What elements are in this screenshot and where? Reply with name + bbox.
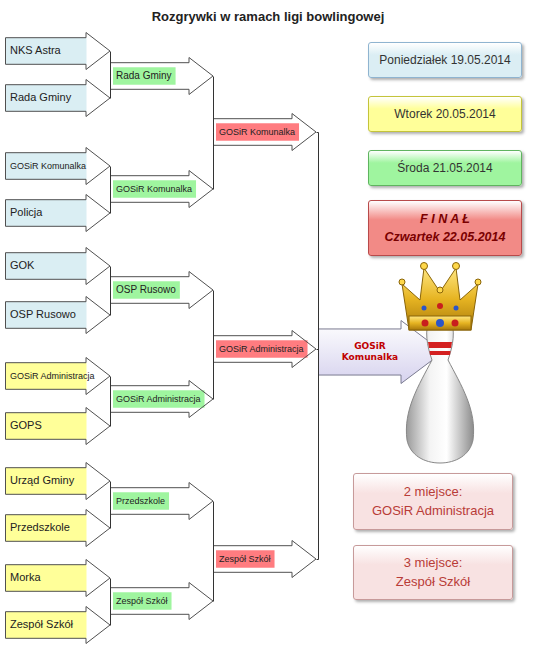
bracket-line xyxy=(213,291,214,350)
diagram-title: Rozgrywki w ramach ligi bowlingowej xyxy=(0,9,536,24)
team-name: Przedszkole xyxy=(10,521,70,534)
team-arrow: Rada Gminy xyxy=(5,79,110,117)
team-name: Rada Gminy xyxy=(10,91,71,104)
bracket-line xyxy=(110,579,111,602)
team-arrow: OSP Rusowo xyxy=(5,296,110,334)
bracket-line xyxy=(213,560,214,602)
box-text: Czwartek 22.05.2014 xyxy=(385,230,506,245)
winner-arrow: GOSiR Administracja xyxy=(213,330,316,368)
bowling-pin xyxy=(406,318,473,463)
team-arrow: NKS Astra xyxy=(5,32,110,70)
team-name: GOPS xyxy=(10,419,42,432)
team-name: Morka xyxy=(10,571,41,584)
bracket-line xyxy=(110,502,111,529)
bracket-line xyxy=(317,353,319,560)
team-name: OSP Rusowo xyxy=(10,308,76,321)
box-text: 3 miejsce: xyxy=(404,555,463,571)
team-name: Przedszkole xyxy=(116,496,165,507)
winner-arrow: GOSiR Komunalka xyxy=(213,113,316,151)
box-text: Poniedziałek 19.05.2014 xyxy=(379,53,510,67)
team-name: GOK xyxy=(10,259,34,272)
info-box: Środa 21.05.2014 xyxy=(368,150,522,186)
team-name: NKS Astra xyxy=(10,44,61,57)
team-name: Rada Gminy xyxy=(116,70,172,82)
bracket-line xyxy=(317,133,319,353)
team-arrow: GOPS xyxy=(5,407,110,445)
team-name: OSP Rusowo xyxy=(116,284,176,296)
team-name: GOSiR Administracja xyxy=(116,394,201,405)
team-name: Policja xyxy=(10,206,42,219)
box-text: F I N A Ł xyxy=(420,212,470,227)
team-arrow: Morka xyxy=(5,559,110,597)
team-arrow: GOSiR Administracja xyxy=(5,357,110,395)
box-text: Środa 21.05.2014 xyxy=(397,161,492,175)
team-name: GOSiR Administracja xyxy=(219,344,304,355)
team-arrow: Urząd Gminy xyxy=(5,462,110,500)
bracket-line xyxy=(317,350,319,353)
team-name: GOSiR Komunalka xyxy=(219,127,295,138)
team-name: GOSiR Administracja xyxy=(10,371,95,382)
bracket-line xyxy=(110,190,111,214)
team-arrow: Przedszkole xyxy=(5,509,110,547)
team-name: Zespół Szkół xyxy=(116,596,168,607)
team-arrow: GOK xyxy=(5,247,110,285)
team-name: GOSiR Komunalka xyxy=(10,161,86,172)
box-text: Wtorek 20.05.2014 xyxy=(394,107,495,121)
info-box: F I N A Ł Czwartek 22.05.2014 xyxy=(368,200,522,256)
info-box: 3 miejsce: Zespół Szkół xyxy=(353,545,513,600)
winner-arrow: GOSiR Administracja xyxy=(110,380,213,418)
team-arrow: GOSiR Komunalka xyxy=(5,147,110,185)
bracket-line xyxy=(110,377,111,400)
bracket-line xyxy=(213,133,214,190)
box-text: GOSiR Administracja xyxy=(372,503,494,519)
box-text: 2 miejsce: xyxy=(404,484,463,500)
crown xyxy=(399,263,481,331)
winner-arrow: OSP Rusowo xyxy=(110,271,213,309)
champion-arrow: GOSiR Komunalka xyxy=(318,320,443,384)
bracket-line xyxy=(110,77,111,99)
box-text: Zespół Szkół xyxy=(396,574,470,590)
team-name: Zespół Szkół xyxy=(10,618,73,631)
winner-arrow: Rada Gminy xyxy=(110,57,213,95)
bracket-line xyxy=(110,400,111,427)
team-name: GOSiR Komunalka xyxy=(116,184,192,195)
bracket-line xyxy=(110,602,111,626)
winner-arrow: Przedszkole xyxy=(110,482,213,520)
winner-arrow: GOSiR Komunalka xyxy=(110,170,213,208)
info-box: 2 miejsce: GOSiR Administracja xyxy=(353,473,513,530)
bracket-line xyxy=(110,291,111,316)
team-arrow: Policja xyxy=(5,194,110,232)
bracket-line xyxy=(213,502,214,560)
bracket-line xyxy=(110,482,111,502)
winner-arrow: Zespół Szkół xyxy=(213,540,316,578)
info-box: Poniedziałek 19.05.2014 xyxy=(368,42,522,78)
bracket-line xyxy=(213,77,214,133)
winner-arrow: Zespół Szkół xyxy=(110,582,213,620)
bracket-line xyxy=(110,267,111,291)
team-name: Urząd Gminy xyxy=(10,474,74,487)
team-arrow: Zespół Szkół xyxy=(5,606,110,644)
bracket-line xyxy=(110,52,111,77)
bracket-line xyxy=(110,167,111,190)
info-box: Wtorek 20.05.2014 xyxy=(368,96,522,132)
bracket-line xyxy=(213,350,214,400)
team-name: Zespół Szkół xyxy=(219,554,271,565)
team-name: GOSiR Komunalka xyxy=(330,341,410,363)
